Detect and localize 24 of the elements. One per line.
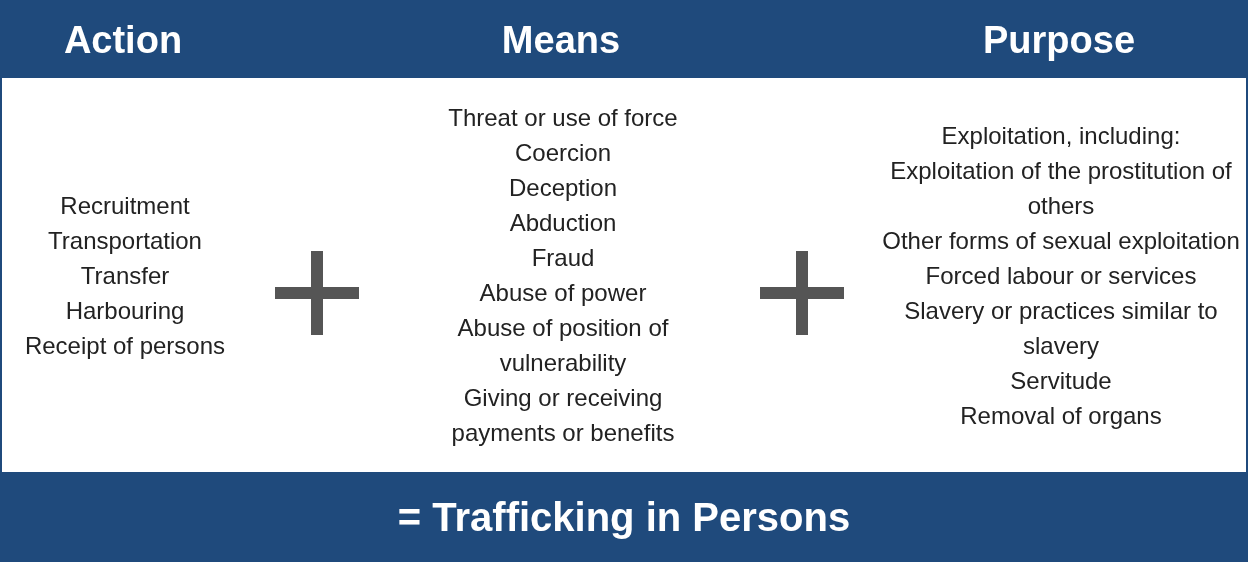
list-item: Servitude <box>1010 365 1112 396</box>
list-item: Exploitation, including: <box>941 120 1181 151</box>
list-item: Threat or use of force <box>448 103 678 133</box>
list-item: Transportation <box>48 225 202 256</box>
result-banner: = Trafficking in Persons <box>0 472 1248 562</box>
column-heading: Action <box>63 18 183 62</box>
list-item: Deception <box>508 173 618 203</box>
list-item: Transfer <box>80 260 170 291</box>
list-item: Giving or receiving payments or benefits <box>450 383 676 448</box>
list-item: Receipt of persons <box>24 330 226 361</box>
column-heading: Purpose <box>983 18 1135 62</box>
list-item: Abduction <box>509 208 617 238</box>
list-item: Exploitation of the prostitution of others <box>889 155 1233 221</box>
list-item: Slavery or practices similar to slavery <box>903 295 1219 361</box>
list-item: Harbouring <box>65 295 185 326</box>
list-item: Abuse of power <box>479 278 647 308</box>
list-item: Coercion <box>514 138 611 168</box>
list-item: Abuse of position of vulnerability <box>456 313 670 378</box>
list-item: Fraud <box>531 243 595 273</box>
list-item: Recruitment <box>60 190 190 221</box>
list-item: Removal of organs <box>960 400 1162 431</box>
list-item: Forced labour or services <box>925 260 1197 291</box>
list-item: Other forms of sexual exploitation <box>882 225 1240 256</box>
column-heading: Means <box>501 18 621 62</box>
